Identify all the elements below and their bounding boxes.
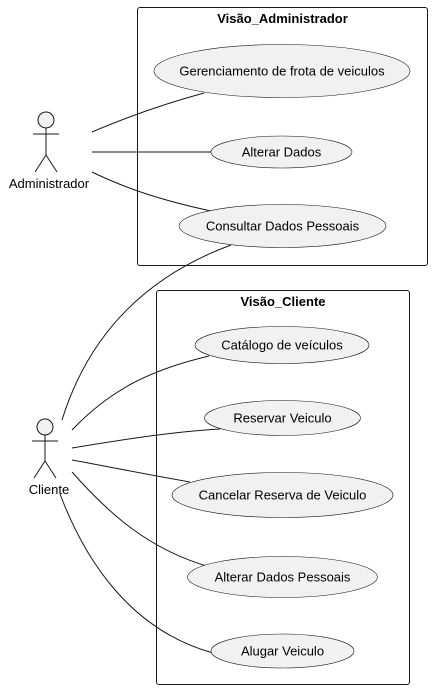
use-case-rent-vehicle[interactable]: Alugar Veiculo [210,633,355,669]
use-case-ellipse [204,400,361,436]
use-case-ellipse [171,472,394,518]
use-case-fleet-management[interactable]: Gerenciamento de frota de veiculos [153,44,411,98]
use-case-ellipse [178,204,387,248]
use-case-ellipse [210,633,355,669]
client-links [59,244,232,654]
use-case-label: Alterar Dados Pessoais [215,570,351,585]
use-case-reserve-vehicle[interactable]: Reservar Veiculo [204,400,361,436]
link-client-reserve [71,428,221,449]
use-case-ellipse [210,135,353,169]
link-client-consult [61,244,232,421]
use-case-ellipse [153,44,411,98]
actor-administrador[interactable]: Administrador [9,111,90,191]
actor-stick-figure-icon [32,418,58,479]
package-client-title: Visão_Cliente [240,294,325,309]
use-case-cancel-reservation[interactable]: Cancelar Reserva de Veiculo [171,472,394,518]
use-case-label: Cancelar Reserva de Veiculo [199,488,367,503]
admin-links [91,92,212,212]
link-client-catalog [71,355,210,431]
link-client-alter-personal [71,471,211,568]
actor-cliente[interactable]: Cliente [29,418,69,497]
package-admin-title: Visão_Administrador [217,11,348,26]
link-admin-fleet [91,92,205,133]
use-case-label: Alugar Veiculo [241,644,324,659]
actor-label: Administrador [9,176,90,191]
link-client-cancel [71,459,191,483]
use-case-alter-personal-data[interactable]: Alterar Dados Pessoais [187,556,378,598]
link-admin-consult [91,171,212,212]
use-case-label: Reservar Veiculo [233,411,331,426]
use-case-label: Catálogo de veículos [221,338,343,353]
use-case-ellipse [194,326,370,364]
use-case-label: Gerenciamento de frota de veiculos [179,64,385,79]
use-case-alter-data[interactable]: Alterar Dados [210,135,353,169]
use-case-label: Alterar Dados [242,145,322,160]
use-case-label: Consultar Dados Pessoais [206,219,360,234]
use-case-ellipse [187,556,378,598]
use-case-vehicle-catalog[interactable]: Catálogo de veículos [194,326,370,364]
link-client-rent [59,493,214,654]
actor-label: Cliente [29,482,69,497]
actor-stick-figure-icon [33,111,59,173]
use-case-consult-personal-data[interactable]: Consultar Dados Pessoais [178,204,387,248]
